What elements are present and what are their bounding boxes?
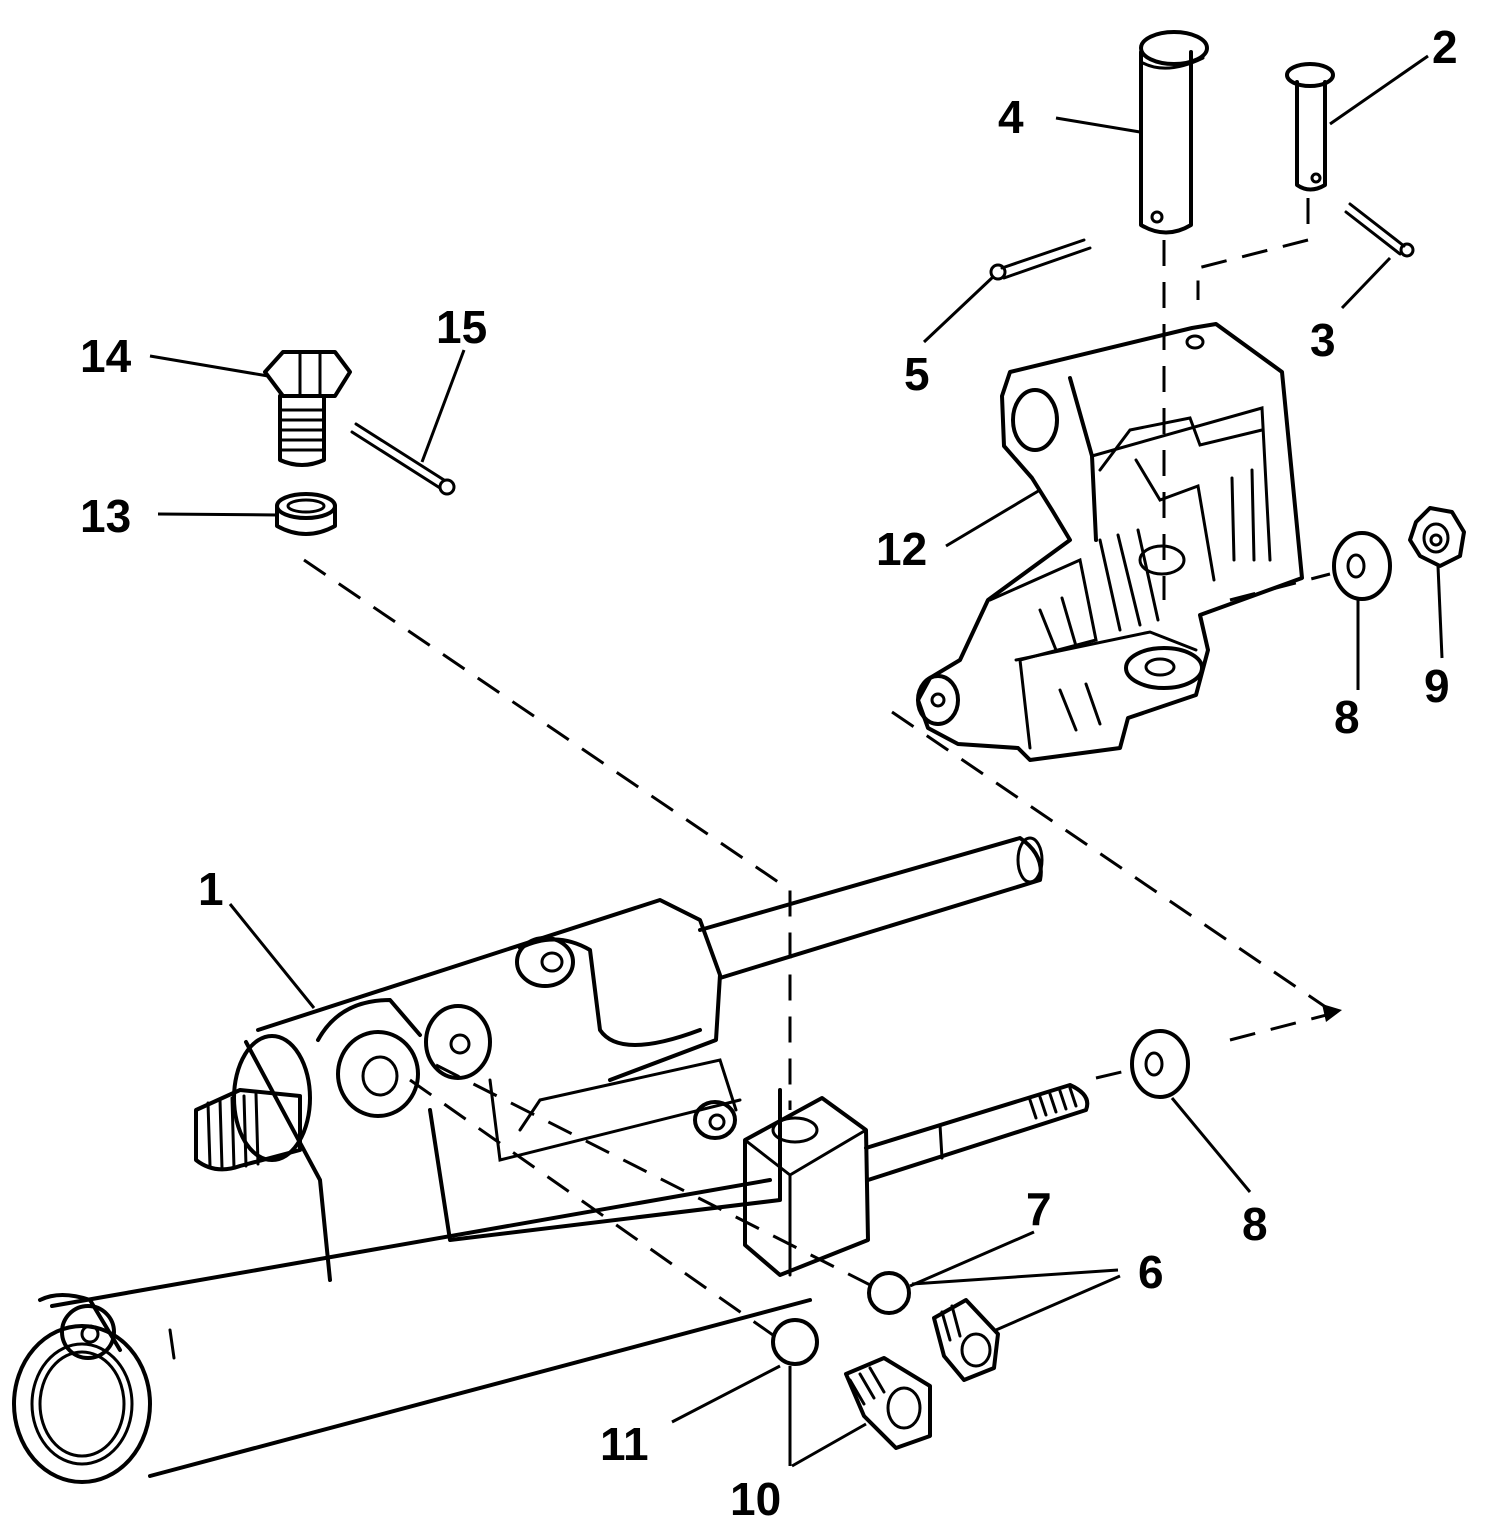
- callout-8-lower: 8: [1242, 1198, 1268, 1250]
- leader-lines: [149, 54, 1444, 1468]
- callout-6: 6: [1138, 1246, 1164, 1298]
- part-fitting-10: [844, 1356, 932, 1450]
- callout-15: 15: [436, 301, 487, 353]
- part-bushing: [275, 492, 337, 536]
- part-washer-upper: [1332, 531, 1392, 601]
- callout-13: 13: [80, 490, 131, 542]
- part-cotter-pin-5: [989, 238, 1092, 281]
- part-bracket: [916, 322, 1304, 762]
- callout-11: 11: [600, 1418, 649, 1470]
- callout-4: 4: [998, 91, 1024, 143]
- part-large-pin: [1139, 30, 1209, 235]
- callout-5: 5: [904, 348, 930, 400]
- part-lock-nut: [1408, 506, 1466, 568]
- part-washer-lower: [1130, 1029, 1190, 1099]
- callout-2: 2: [1432, 21, 1458, 73]
- callout-12: 12: [876, 523, 927, 575]
- part-small-pin: [1285, 62, 1335, 192]
- callout-14: 14: [80, 330, 132, 382]
- part-steering-cylinder: [12, 836, 1090, 1484]
- part-fitting-6: [932, 1298, 1000, 1382]
- callout-1: 1: [198, 863, 224, 915]
- part-cotter-pin-3: [1344, 202, 1415, 258]
- callout-9: 9: [1424, 660, 1450, 712]
- callout-10: 10: [730, 1473, 781, 1525]
- callout-labels: 1 2 3 4 5 6 7 8 8 9 10 11 12 13 14 15: [80, 21, 1458, 1525]
- callout-3: 3: [1310, 314, 1336, 366]
- callout-8-upper: 8: [1334, 691, 1360, 743]
- alignment-lines: [303, 198, 1342, 1342]
- callout-7: 7: [1026, 1183, 1052, 1235]
- part-cotter-pin-15: [350, 422, 456, 496]
- part-hex-bolt: [263, 350, 352, 467]
- part-o-ring-11: [771, 1318, 819, 1366]
- part-o-ring-7: [867, 1271, 911, 1315]
